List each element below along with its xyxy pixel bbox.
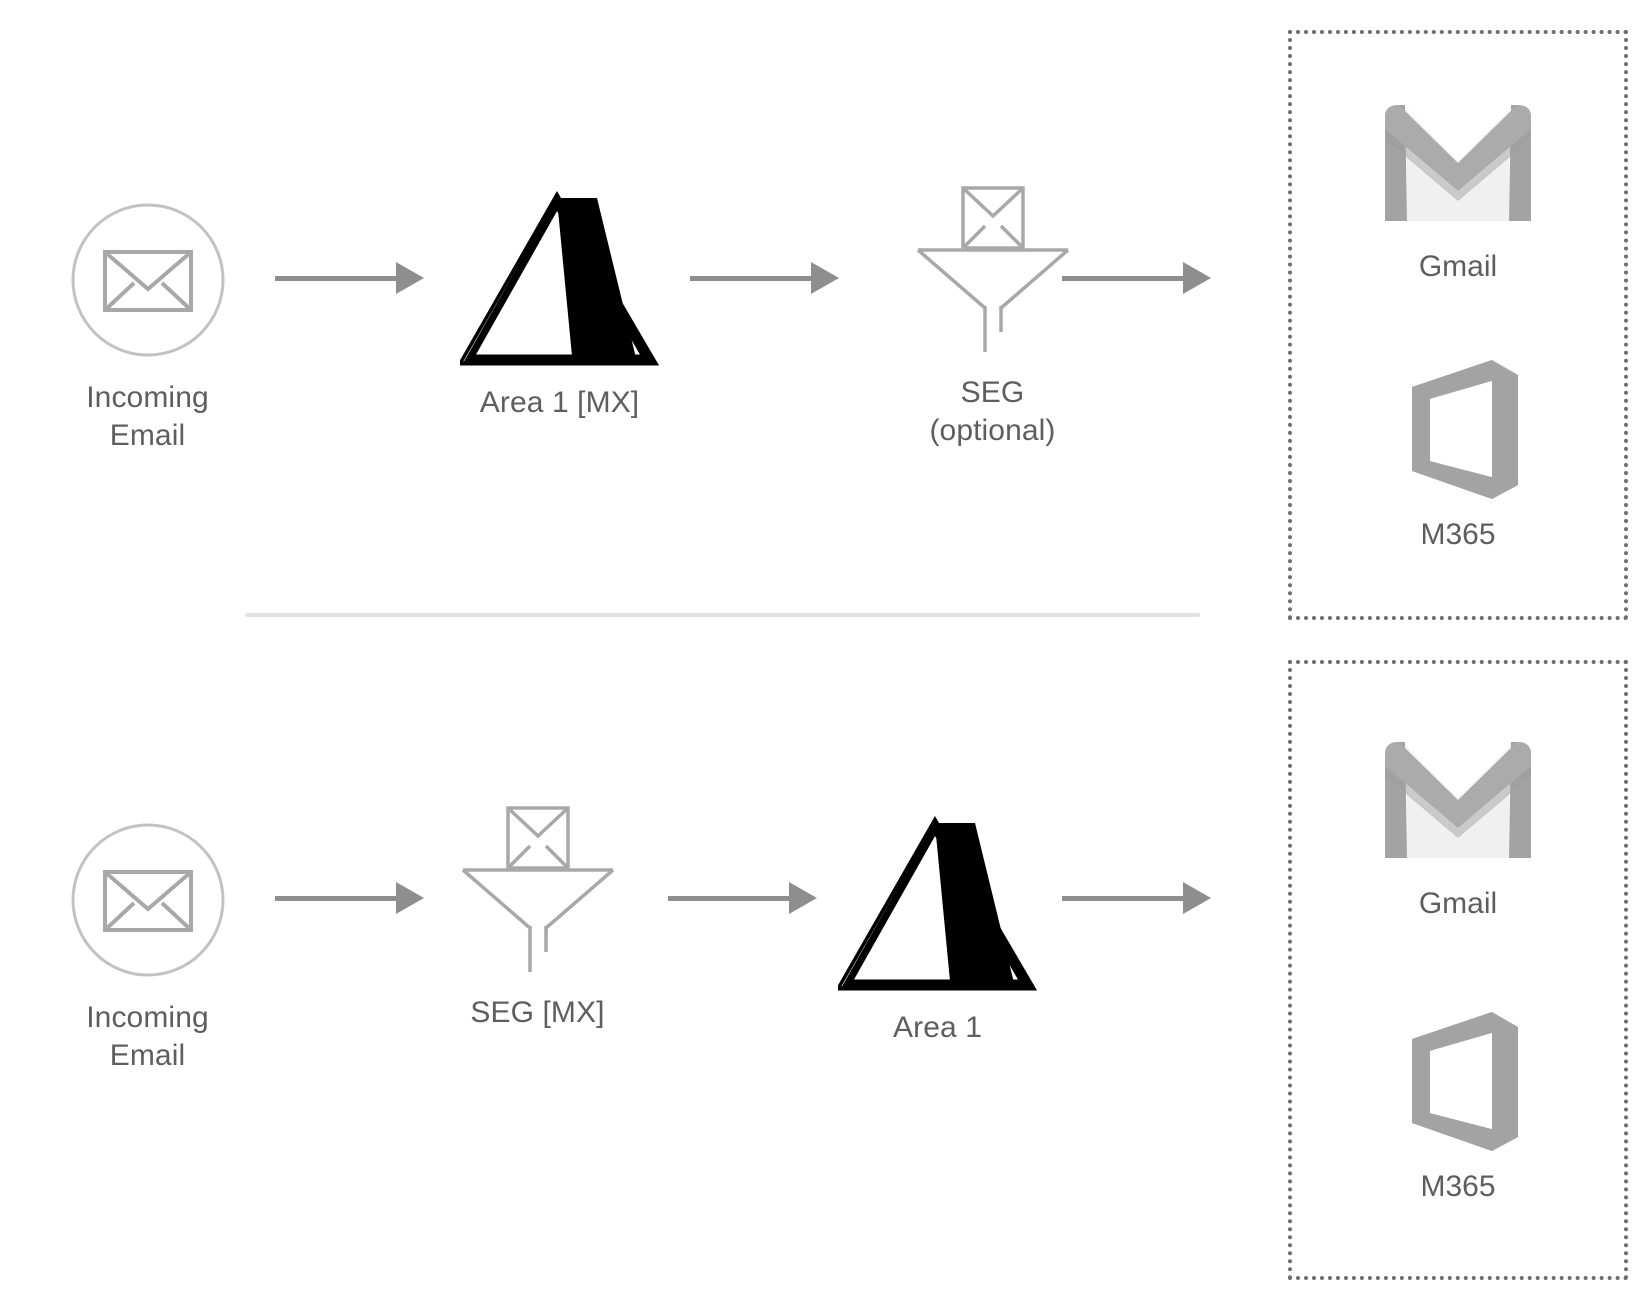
funnel-envelope-icon xyxy=(438,800,638,980)
destination-group-bottom: Gmail M365 xyxy=(1288,660,1628,1280)
destination-label: Gmail xyxy=(1418,249,1498,283)
arrow-head xyxy=(789,882,817,914)
arrow-incoming-to-area1 xyxy=(275,262,424,294)
arrow-area1-to-seg xyxy=(690,262,839,294)
node-label: Area 1 xyxy=(893,1011,982,1044)
destination-item-gmail: Gmail xyxy=(1373,736,1543,921)
arrow-shaft xyxy=(1062,275,1184,281)
node-incoming-email-top: Incoming Email xyxy=(55,195,240,455)
node-incoming-email-bottom: Incoming Email xyxy=(55,815,240,1075)
node-label: SEG [MX] xyxy=(470,996,605,1029)
destination-item-gmail: Gmail xyxy=(1373,99,1543,284)
node-area1-mx: Area 1 [MX] xyxy=(452,190,667,422)
envelope-in-circle-icon xyxy=(63,195,233,365)
funnel-envelope-icon xyxy=(893,180,1093,360)
node-label: Incoming Email xyxy=(86,1001,209,1072)
arrow-head xyxy=(1183,262,1211,294)
arrow-seg-to-area1 xyxy=(668,882,817,914)
node-label: SEG (optional) xyxy=(929,376,1056,447)
node-label: Area 1 [MX] xyxy=(479,386,640,419)
destination-label: Gmail xyxy=(1418,887,1498,920)
arrow-incoming-to-seg xyxy=(275,882,424,914)
node-seg-optional: SEG (optional) xyxy=(885,180,1100,450)
arrow-area1-to-destinations-bottom xyxy=(1062,882,1211,914)
gmail-logo xyxy=(1373,736,1543,871)
destination-item-m365: M365 xyxy=(1388,1009,1528,1204)
arrow-shaft xyxy=(1062,895,1184,901)
arrow-head xyxy=(811,262,839,294)
section-divider xyxy=(245,613,1200,617)
area1-triangle-logo xyxy=(837,815,1038,995)
node-seg-mx: SEG [MX] xyxy=(430,800,645,1032)
arrow-shaft xyxy=(690,275,812,281)
arrow-head xyxy=(396,262,424,294)
area1-triangle-logo xyxy=(459,190,660,370)
arrow-head xyxy=(1183,882,1211,914)
m365-logo xyxy=(1388,357,1528,502)
arrow-shaft xyxy=(275,275,397,281)
arrow-head xyxy=(396,882,424,914)
node-label: Incoming Email xyxy=(86,381,209,452)
destination-item-m365: M365 xyxy=(1388,357,1528,552)
gmail-logo xyxy=(1373,99,1543,234)
node-area1: Area 1 xyxy=(830,815,1045,1047)
arrow-shaft xyxy=(275,895,397,901)
destination-label: M365 xyxy=(1420,1170,1496,1203)
m365-logo xyxy=(1388,1009,1528,1154)
arrow-shaft xyxy=(668,895,790,901)
destination-label: M365 xyxy=(1420,517,1496,551)
envelope-in-circle-icon xyxy=(63,815,233,985)
destination-group-top: Gmail M365 xyxy=(1288,30,1628,620)
arrow-seg-to-destinations-top xyxy=(1062,262,1211,294)
